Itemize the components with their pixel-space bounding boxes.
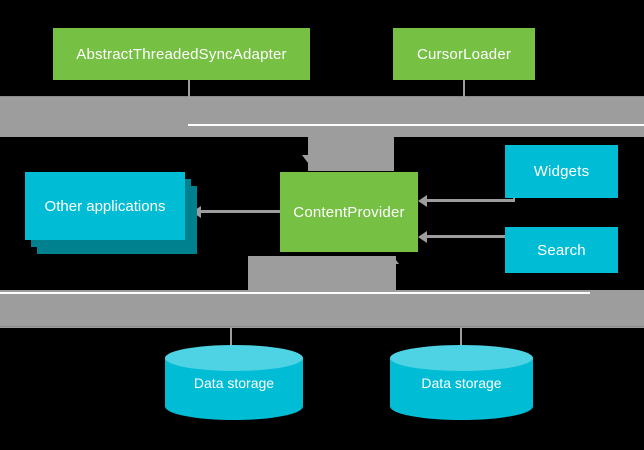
node-cursor-loader[interactable]: CursorLoader: [393, 28, 535, 80]
connector-stem-sync: [188, 80, 190, 98]
connector-stem-storage-right: [460, 328, 462, 346]
connector-stem-cursor: [463, 80, 465, 98]
connector-sep-a: [0, 96, 644, 97]
connector-band-lower: [0, 290, 644, 328]
stack-card-front[interactable]: Other applications: [25, 172, 185, 240]
node-search[interactable]: Search: [505, 227, 618, 273]
connector-stem-storage: [248, 256, 396, 292]
arrowhead-from-storage-left: [302, 256, 314, 264]
node-label: Widgets: [533, 163, 590, 180]
arrowhead-widgets-to-provider: [418, 195, 427, 207]
connector-line-upper: [188, 124, 644, 126]
connector-shaft-search: [425, 235, 515, 238]
arrowhead-search-to-provider: [418, 231, 427, 243]
connector-shaft-other-apps: [200, 210, 282, 213]
node-label: CursorLoader: [416, 45, 512, 63]
node-data-storage-left[interactable]: Data storage: [165, 345, 303, 420]
node-label: ContentProvider: [293, 203, 405, 221]
connector-band-upper: [0, 96, 644, 128]
node-other-applications[interactable]: Other applications: [25, 172, 197, 254]
node-widgets[interactable]: Widgets: [505, 145, 618, 198]
node-content-provider[interactable]: ContentProvider: [280, 172, 418, 252]
connector-stem-storage-left: [230, 328, 232, 346]
node-label: Data storage: [193, 375, 275, 391]
node-abstract-threaded-sync-adapter[interactable]: AbstractThreadedSyncAdapter: [53, 28, 310, 80]
connector-line-lower: [0, 292, 590, 294]
node-label: Data storage: [421, 375, 502, 391]
arrowhead-into-provider: [302, 155, 314, 163]
arrowhead-from-storage-right: [387, 256, 399, 264]
connector-shaft-widgets: [425, 199, 515, 202]
connector-sep-b: [0, 326, 644, 327]
node-data-storage-right[interactable]: Data storage: [390, 345, 533, 420]
node-label: Other applications: [44, 197, 166, 215]
connector-stem-into-provider: [308, 127, 394, 171]
cylinder-top-ellipse: [165, 345, 303, 371]
node-label: AbstractThreadedSyncAdapter: [76, 45, 287, 63]
node-label: Search: [537, 241, 586, 259]
cylinder-top-ellipse: [390, 345, 533, 371]
